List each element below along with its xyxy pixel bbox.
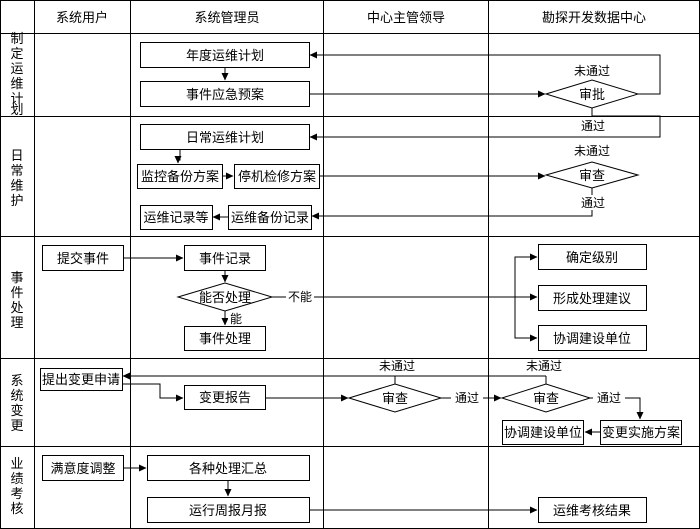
lane-label-plan: 制 定 运 维 计 划	[10, 32, 23, 118]
lane-char: 事	[10, 271, 23, 286]
lane-label-daily: 日 常 维 护	[10, 149, 23, 209]
lane-label-event: 事 件 处 理	[10, 271, 23, 331]
not-passed-label-approve: 未通过	[574, 64, 610, 78]
review-daily-text: 审查	[579, 169, 605, 184]
cannot-label: 不能	[288, 290, 312, 304]
lane-label-change: 系 统 变 更	[10, 374, 23, 434]
emergency-plan-text: 事件应急预案	[186, 87, 264, 103]
change-plan-box	[600, 420, 682, 445]
ops-records-text: 运维记录等	[143, 210, 208, 226]
change-report-text: 变更报告	[199, 390, 251, 406]
not-passed-label-review: 未通过	[574, 144, 610, 158]
lane-char: 处	[10, 301, 23, 316]
assessment-box	[538, 497, 647, 523]
coordinate-units-event-box	[538, 325, 647, 351]
lane-char: 日	[10, 149, 23, 164]
assessment-text: 运维考核结果	[553, 504, 631, 519]
submit-change-box	[40, 368, 123, 391]
column-header-user: 系统用户	[56, 10, 108, 26]
can-handle-text: 能否处理	[199, 291, 251, 306]
lane-char: 护	[10, 194, 23, 209]
weekly-monthly-text: 运行周报月报	[189, 504, 267, 519]
ops-records-box	[140, 205, 213, 230]
shutdown-repair-box	[234, 164, 320, 189]
summary-box	[147, 455, 310, 481]
lane-char: 维	[10, 77, 23, 92]
lane-char: 划	[10, 103, 23, 118]
determine-level-text: 确定级别	[566, 251, 618, 266]
coordinate-units-event-text: 协调建设单位	[553, 332, 631, 347]
weekly-monthly-box	[147, 497, 310, 523]
lane-char: 件	[10, 286, 23, 301]
lane-char: 维	[10, 179, 23, 194]
form-suggestion-box	[538, 285, 647, 311]
submit-event-text: 提交事件	[57, 251, 109, 267]
column-header-admin: 系统管理员	[194, 11, 259, 26]
satisfaction-box	[42, 455, 124, 481]
lane-char: 绩	[10, 472, 23, 487]
form-suggestion-text: 形成处理建议	[553, 292, 631, 307]
lane-char: 统	[10, 389, 23, 404]
lane-label-perf: 业 绩 考 核	[10, 457, 23, 517]
lane-char: 理	[10, 316, 23, 331]
lane-char: 定	[10, 47, 23, 62]
lane-char: 更	[10, 419, 23, 434]
event-handle-text: 事件处理	[199, 332, 251, 347]
lane-char: 考	[10, 487, 23, 502]
ops-backup-records-box	[228, 205, 312, 230]
lane-char: 运	[10, 62, 23, 77]
coordinate-units-change-box	[502, 420, 584, 445]
lane-char: 业	[10, 457, 23, 472]
passed-label-center: 通过	[597, 391, 621, 405]
change-report-box	[184, 385, 266, 410]
summary-text: 各种处理汇总	[189, 461, 267, 477]
not-passed-label-leader: 未通过	[379, 359, 415, 373]
monitor-backup-text: 监控备份方案	[141, 169, 219, 185]
approve-text: 审批	[579, 88, 605, 103]
coordinate-units-change-text: 协调建设单位	[504, 426, 582, 441]
can-label: 能	[230, 312, 242, 326]
determine-level-box	[538, 244, 647, 270]
passed-label-leader: 通过	[455, 391, 479, 405]
daily-plan-box	[140, 124, 310, 150]
lane-char: 变	[10, 403, 23, 419]
ops-backup-records-text: 运维备份记录	[231, 210, 309, 226]
event-handle-box	[184, 326, 266, 351]
change-plan-text: 变更实施方案	[602, 425, 680, 441]
passed-label-approve: 通过	[581, 119, 605, 133]
submit-change-text: 提出变更申请	[42, 372, 120, 388]
column-header-leader: 中心主管领导	[367, 11, 445, 26]
annual-plan-box	[140, 42, 310, 68]
lane-char: 核	[10, 502, 23, 517]
review-center-text: 审查	[533, 392, 559, 407]
monitor-backup-box	[137, 164, 223, 189]
column-header-center: 勘探开发数据中心	[542, 10, 646, 26]
lane-char: 计	[10, 92, 23, 107]
passed-label-review: 通过	[581, 196, 605, 210]
review-leader-text: 审查	[382, 392, 408, 407]
lane-char: 系	[10, 374, 23, 389]
event-record-box	[184, 245, 266, 271]
shutdown-repair-text: 停机检修方案	[238, 169, 316, 185]
lane-char: 常	[10, 164, 23, 179]
annual-plan-text: 年度运维计划	[186, 48, 264, 64]
review-daily-diamond	[544, 161, 640, 189]
emergency-plan-box	[140, 81, 310, 107]
lane-char: 制	[10, 32, 23, 47]
event-record-text: 事件记录	[199, 252, 251, 267]
daily-plan-text: 日常运维计划	[186, 131, 264, 146]
not-passed-label-center: 未通过	[526, 359, 562, 373]
satisfaction-text: 满意度调整	[50, 461, 115, 477]
